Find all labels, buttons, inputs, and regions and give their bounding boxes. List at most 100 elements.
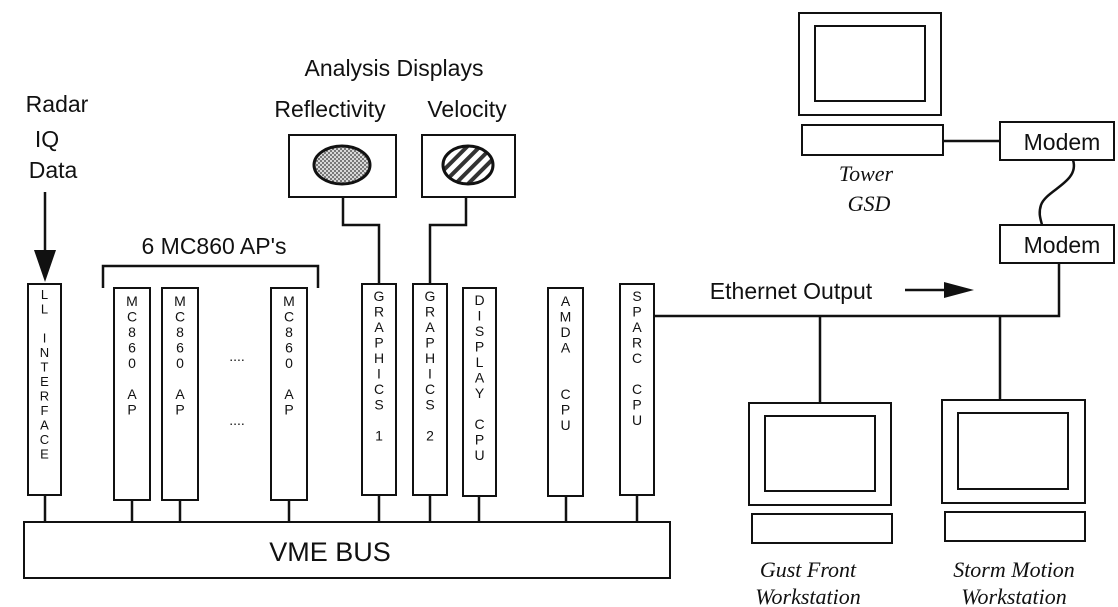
board-letter: D: [474, 292, 484, 308]
board-letter: N: [40, 345, 49, 360]
board-letter: C: [40, 432, 49, 447]
reflectivity-screen: [312, 144, 372, 186]
reflectivity-to-graphics-1-wire: [341, 197, 381, 284]
reflectivity-label: Reflectivity: [274, 96, 386, 122]
board-letter: L: [41, 287, 48, 302]
board-letter: C: [632, 350, 642, 366]
gust-front-workstation: [748, 402, 893, 544]
board-letter: Y: [475, 385, 485, 401]
board-letter: [178, 371, 182, 387]
board-letter: R: [374, 304, 384, 320]
ap-group-label: 6 MC860 AP's: [141, 233, 286, 259]
gust-front-label-line-2: Workstation: [755, 584, 861, 607]
modem-link-cable: [1038, 159, 1076, 226]
board-letter: R: [425, 304, 435, 320]
storm-motion-label-line-1: Storm Motion: [953, 557, 1075, 582]
board-letter: C: [474, 416, 484, 432]
board-letter: L: [41, 302, 48, 317]
board-letter: U: [474, 447, 484, 463]
board-mc860-ap-6: [270, 287, 308, 501]
board-letter: I: [428, 366, 432, 382]
board-letter: [478, 401, 482, 417]
board-letter: D: [560, 324, 570, 340]
board-letter: M: [126, 293, 138, 309]
gust-front-screen: [764, 415, 876, 492]
board-letter: G: [374, 288, 385, 304]
radar-label-line-1: Radar: [26, 91, 89, 117]
board-letter: [635, 366, 639, 382]
board-letter: A: [561, 293, 571, 309]
board-letter: A: [561, 340, 571, 356]
board-letter: 1: [375, 428, 383, 444]
board-graphics-2: [412, 283, 448, 496]
board-letter: A: [40, 418, 49, 433]
ap-ellipsis-upper: ....: [229, 348, 245, 364]
board-letter: A: [425, 319, 435, 335]
board-letter: P: [475, 432, 484, 448]
board-letter: I: [478, 308, 482, 324]
board-letter: M: [283, 293, 295, 309]
modem-top-label: Modem: [1024, 129, 1101, 155]
board-display-cpu: [462, 287, 497, 497]
board-letter: L: [476, 354, 484, 370]
board-letter: H: [374, 350, 384, 366]
radar-label-line-2: IQ: [35, 126, 59, 152]
board-letter: [428, 412, 432, 428]
board-letter: T: [41, 360, 49, 375]
board-letter: C: [632, 381, 642, 397]
board-letter: A: [175, 386, 185, 402]
reflectivity-display: [288, 134, 397, 198]
board-letter: C: [175, 309, 185, 325]
tower-label-line-2: GSD: [848, 191, 891, 216]
storm-motion-screen: [957, 412, 1069, 490]
board-letter: C: [127, 309, 137, 325]
ethernet-output-label: Ethernet Output: [710, 278, 873, 304]
board-letter: U: [632, 412, 642, 428]
board-letter: P: [284, 402, 293, 418]
modem-bottom-label: Modem: [1024, 232, 1101, 258]
board-letter: C: [284, 309, 294, 325]
board-letter: C: [374, 381, 384, 397]
gust-front-label-line-1: Gust Front: [760, 557, 857, 582]
board-letter: S: [374, 397, 383, 413]
board-letter: P: [127, 402, 136, 418]
board-letter: 6: [128, 340, 136, 356]
board-letter: 0: [176, 355, 184, 371]
board-letter: E: [40, 374, 49, 389]
board-letter: C: [560, 386, 570, 402]
ethernet-arrowhead: [944, 282, 974, 298]
board-letter: G: [425, 288, 436, 304]
board-letter: I: [377, 366, 381, 382]
vme-bus-label: VME BUS: [269, 537, 391, 567]
board-letter: S: [425, 397, 434, 413]
board-letter: E: [40, 447, 49, 462]
board-letter: [287, 371, 291, 387]
radar-input-arrowhead: [34, 250, 56, 282]
board-letter: 0: [128, 355, 136, 371]
board-letter: [564, 371, 568, 387]
board-sparc-cpu: [619, 283, 655, 496]
board-letter: [43, 316, 47, 331]
storm-motion-keyboard: [944, 511, 1086, 542]
board-letter: H: [425, 350, 435, 366]
radar-iq-input: Radar IQ Data: [26, 91, 89, 282]
board-letter: P: [632, 304, 641, 320]
storm-motion-workstation: [941, 399, 1086, 542]
board-graphics-1: [361, 283, 397, 496]
tower-gsd-computer: [798, 12, 944, 156]
board-letter: P: [475, 339, 484, 355]
board-bus-connectors: [43, 495, 639, 522]
board-letter: A: [632, 319, 642, 335]
board-letter: P: [425, 335, 434, 351]
board-letter: A: [374, 319, 384, 335]
board-letter: 6: [285, 340, 293, 356]
board-letter: S: [475, 323, 484, 339]
velocity-to-graphics-2-wire: [428, 197, 468, 284]
